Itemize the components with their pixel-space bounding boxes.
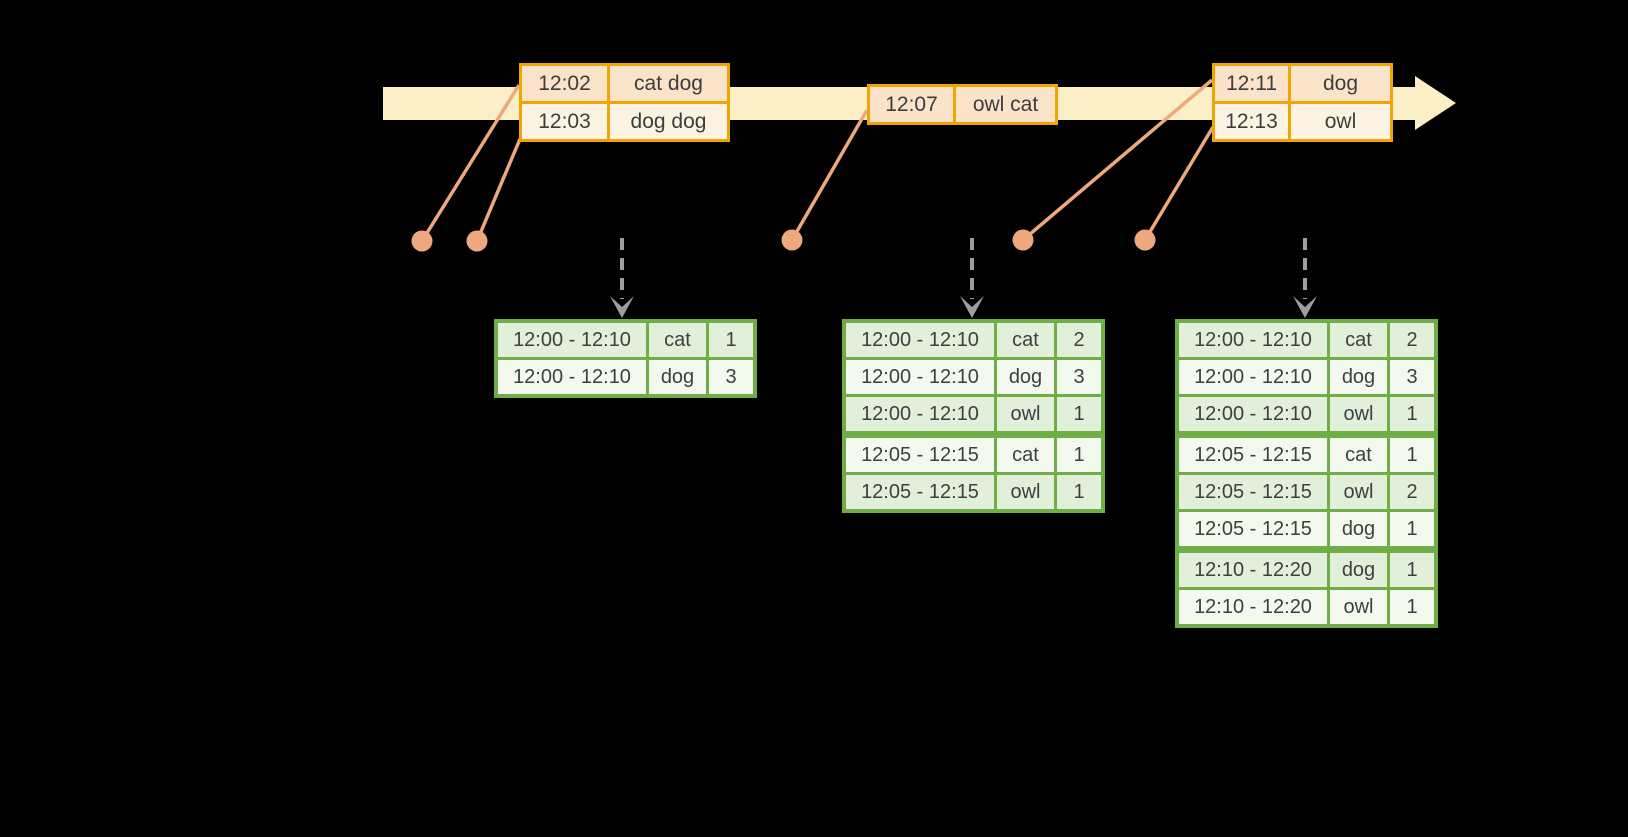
word-cell: owl	[1330, 590, 1387, 624]
window-cell: 12:05 - 12:15	[1179, 475, 1327, 509]
word-cell: owl	[1330, 397, 1387, 431]
window-cell: 12:00 - 12:10	[1179, 397, 1327, 431]
window-cell: 12:05 - 12:15	[1179, 438, 1327, 472]
event-connector-line	[790, 109, 869, 241]
count-cell: 1	[1057, 438, 1101, 472]
event-dot	[1012, 229, 1034, 251]
event-words: dog	[1291, 66, 1390, 101]
word-cell: dog	[997, 360, 1054, 394]
window-cell: 12:10 - 12:20	[1179, 553, 1327, 587]
event-connector-line	[475, 138, 522, 242]
window-cell: 12:00 - 12:10	[1179, 360, 1327, 394]
word-cell: cat	[649, 323, 706, 357]
word-cell: owl	[997, 397, 1054, 431]
word-cell: owl	[1330, 475, 1387, 509]
count-cell: 1	[1390, 438, 1434, 472]
window-cell: 12:00 - 12:10	[1179, 323, 1327, 357]
trigger-arrow	[610, 238, 634, 318]
word-cell: cat	[1330, 323, 1387, 357]
event-time: 12:13	[1215, 104, 1288, 139]
event-time: 12:03	[522, 104, 607, 139]
word-cell: dog	[1330, 512, 1387, 546]
count-cell: 1	[1390, 397, 1434, 431]
event-connector-line	[420, 84, 521, 242]
window-cell: 12:00 - 12:10	[498, 323, 646, 357]
count-cell: 3	[1390, 360, 1434, 394]
count-cell: 1	[1057, 397, 1101, 431]
count-cell: 1	[1390, 553, 1434, 587]
event-dot	[1134, 229, 1156, 251]
count-cell: 2	[1390, 475, 1434, 509]
count-cell: 3	[1057, 360, 1101, 394]
event-dots	[411, 229, 1156, 252]
count-cell: 2	[1057, 323, 1101, 357]
event-words: owl	[1291, 104, 1390, 139]
window-cell: 12:00 - 12:10	[846, 360, 994, 394]
count-cell: 2	[1390, 323, 1434, 357]
event-time: 12:07	[870, 87, 953, 122]
event-connector-line	[1143, 126, 1215, 241]
window-cell: 12:05 - 12:15	[846, 438, 994, 472]
window-cell: 12:00 - 12:10	[846, 323, 994, 357]
word-cell: dog	[1330, 553, 1387, 587]
trigger-arrows	[610, 238, 1317, 318]
count-cell: 1	[709, 323, 753, 357]
count-cell: 1	[1057, 475, 1101, 509]
count-cell: 3	[709, 360, 753, 394]
word-cell: owl	[997, 475, 1054, 509]
event-words: cat dog	[610, 66, 727, 101]
trigger-arrow	[960, 238, 984, 318]
event-connector-line	[1021, 78, 1214, 242]
event-words: dog dog	[610, 104, 727, 139]
event-time: 12:02	[522, 66, 607, 101]
count-cell: 1	[1390, 512, 1434, 546]
word-cell: cat	[1330, 438, 1387, 472]
count-cell: 1	[1390, 590, 1434, 624]
window-cell: 12:05 - 12:15	[846, 475, 994, 509]
word-cell: dog	[1330, 360, 1387, 394]
event-words: owl cat	[956, 87, 1055, 122]
event-dot	[411, 230, 433, 252]
window-cell: 12:00 - 12:10	[498, 360, 646, 394]
window-cell: 12:10 - 12:20	[1179, 590, 1327, 624]
trigger-arrow	[1293, 238, 1317, 318]
event-dot	[466, 230, 488, 252]
word-cell: cat	[997, 438, 1054, 472]
event-time: 12:11	[1215, 66, 1288, 101]
window-cell: 12:00 - 12:10	[846, 397, 994, 431]
event-connectors	[420, 78, 1215, 242]
word-cell: dog	[649, 360, 706, 394]
word-cell: cat	[997, 323, 1054, 357]
event-dot	[781, 229, 803, 251]
window-cell: 12:05 - 12:15	[1179, 512, 1327, 546]
